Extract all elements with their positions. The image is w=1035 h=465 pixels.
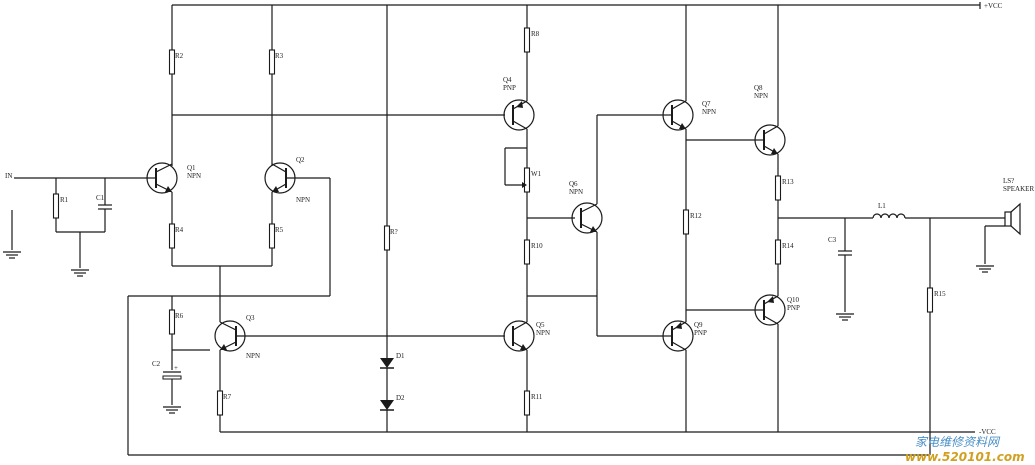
watermark-url: www.520101.com (905, 450, 1025, 464)
speaker-ls: LS? SPEAKER (984, 177, 1034, 264)
svg-text:Q1: Q1 (187, 164, 196, 172)
input-node: IN (2, 172, 150, 259)
resistor-r5: R5 (268, 192, 284, 266)
transistor-q9: Q9 PNP (662, 320, 707, 352)
transistor-q7: Q7 NPN (662, 99, 716, 131)
transistor-q1: Q1 NPN (146, 162, 201, 194)
svg-text:NPN: NPN (754, 92, 768, 100)
potentiometer-w1: W1 (504, 129, 542, 230)
transistor-q3: Q3 NPN (214, 314, 505, 360)
vcc-neg-label: -VCC (979, 428, 996, 436)
watermark: 家电维修资料网 www.520101.com (905, 435, 1025, 464)
svg-text:+: + (174, 364, 178, 372)
svg-text:R2: R2 (175, 52, 184, 60)
transistor-q4: Q4 PNP (503, 76, 535, 131)
input-label: IN (5, 172, 12, 180)
feedback-path (127, 178, 931, 456)
svg-text:R10: R10 (531, 242, 543, 250)
resistor-r1: R1 (52, 178, 69, 232)
inductor-l1: L1 (872, 202, 906, 219)
diode-d1: D1 (380, 352, 405, 400)
svg-text:R7: R7 (223, 393, 232, 401)
svg-text:NPN: NPN (187, 172, 201, 180)
resistor-r14: R14 (774, 218, 794, 296)
resistor-r13: R13 (774, 154, 794, 218)
svg-text:R13: R13 (782, 178, 794, 186)
svg-text:Q10: Q10 (787, 296, 800, 304)
svg-text:PNP: PNP (503, 84, 516, 92)
watermark-cn: 家电维修资料网 (915, 435, 1001, 449)
transistor-q2: Q2 NPN (264, 156, 330, 204)
svg-text:Q2: Q2 (296, 156, 305, 164)
svg-text:Q7: Q7 (702, 100, 711, 108)
vcc-positive-rail: +VCC (172, 2, 1003, 10)
svg-text:R11: R11 (531, 393, 543, 401)
resistor-r12: R12 (682, 129, 702, 322)
svg-text:NPN: NPN (702, 108, 716, 116)
svg-text:L1: L1 (878, 202, 886, 210)
resistor-r7: R7 (216, 350, 232, 432)
svg-text:R8: R8 (531, 30, 540, 38)
svg-text:NPN: NPN (246, 352, 260, 360)
svg-text:D1: D1 (396, 352, 405, 360)
svg-text:W1: W1 (531, 170, 542, 178)
svg-text:LS?: LS? (1003, 177, 1014, 185)
svg-text:Q9: Q9 (694, 321, 703, 329)
resistor-r8: R8 (523, 5, 540, 101)
svg-text:Q3: Q3 (246, 314, 255, 322)
resistor-r6: R6 (168, 296, 184, 370)
vcc-negative-rail: -VCC (220, 428, 996, 436)
svg-text:PNP: PNP (787, 304, 800, 312)
svg-text:R5: R5 (275, 226, 284, 234)
svg-text:R12: R12 (690, 212, 702, 220)
transistor-q10: Q10 PNP (754, 294, 800, 326)
svg-text:R6: R6 (175, 312, 184, 320)
resistor-r11: R11 (523, 350, 543, 432)
capacitor-c1: C1 (96, 178, 112, 232)
resistor-r2: R2 (168, 5, 184, 166)
svg-text:Q4: Q4 (503, 76, 512, 84)
svg-text:C1: C1 (96, 194, 105, 202)
svg-text:R15: R15 (934, 290, 946, 298)
svg-text:R?: R? (390, 228, 398, 236)
svg-text:R1: R1 (60, 196, 69, 204)
svg-text:NPN: NPN (296, 196, 310, 204)
transistor-q5: Q5 NPN (503, 320, 550, 352)
vcc-pos-label: +VCC (984, 2, 1003, 10)
svg-text:R4: R4 (175, 226, 184, 234)
svg-text:R3: R3 (275, 52, 284, 60)
svg-text:Q5: Q5 (536, 321, 545, 329)
transistor-q6: Q6 NPN (569, 180, 603, 234)
svg-text:NPN: NPN (569, 188, 583, 196)
svg-text:PNP: PNP (694, 329, 707, 337)
svg-text:C2: C2 (152, 360, 161, 368)
svg-text:NPN: NPN (536, 329, 550, 337)
resistor-r15: R15 (926, 287, 946, 313)
resistor-r4: R4 (168, 192, 184, 266)
svg-text:Q8: Q8 (754, 84, 763, 92)
svg-text:C3: C3 (828, 236, 837, 244)
resistor-r3: R3 (268, 5, 284, 166)
svg-text:SPEAKER: SPEAKER (1003, 185, 1034, 193)
svg-text:R14: R14 (782, 242, 794, 250)
svg-text:D2: D2 (396, 394, 405, 402)
resistor-r10: R10 (523, 230, 543, 322)
svg-text:Q6: Q6 (569, 180, 578, 188)
capacitor-c2: + C2 (152, 360, 182, 405)
capacitor-c3: C3 (828, 218, 852, 312)
diode-d2: D2 (380, 394, 405, 432)
transistor-q8: Q8 NPN (754, 84, 786, 156)
resistor-bias: R? (383, 5, 398, 358)
